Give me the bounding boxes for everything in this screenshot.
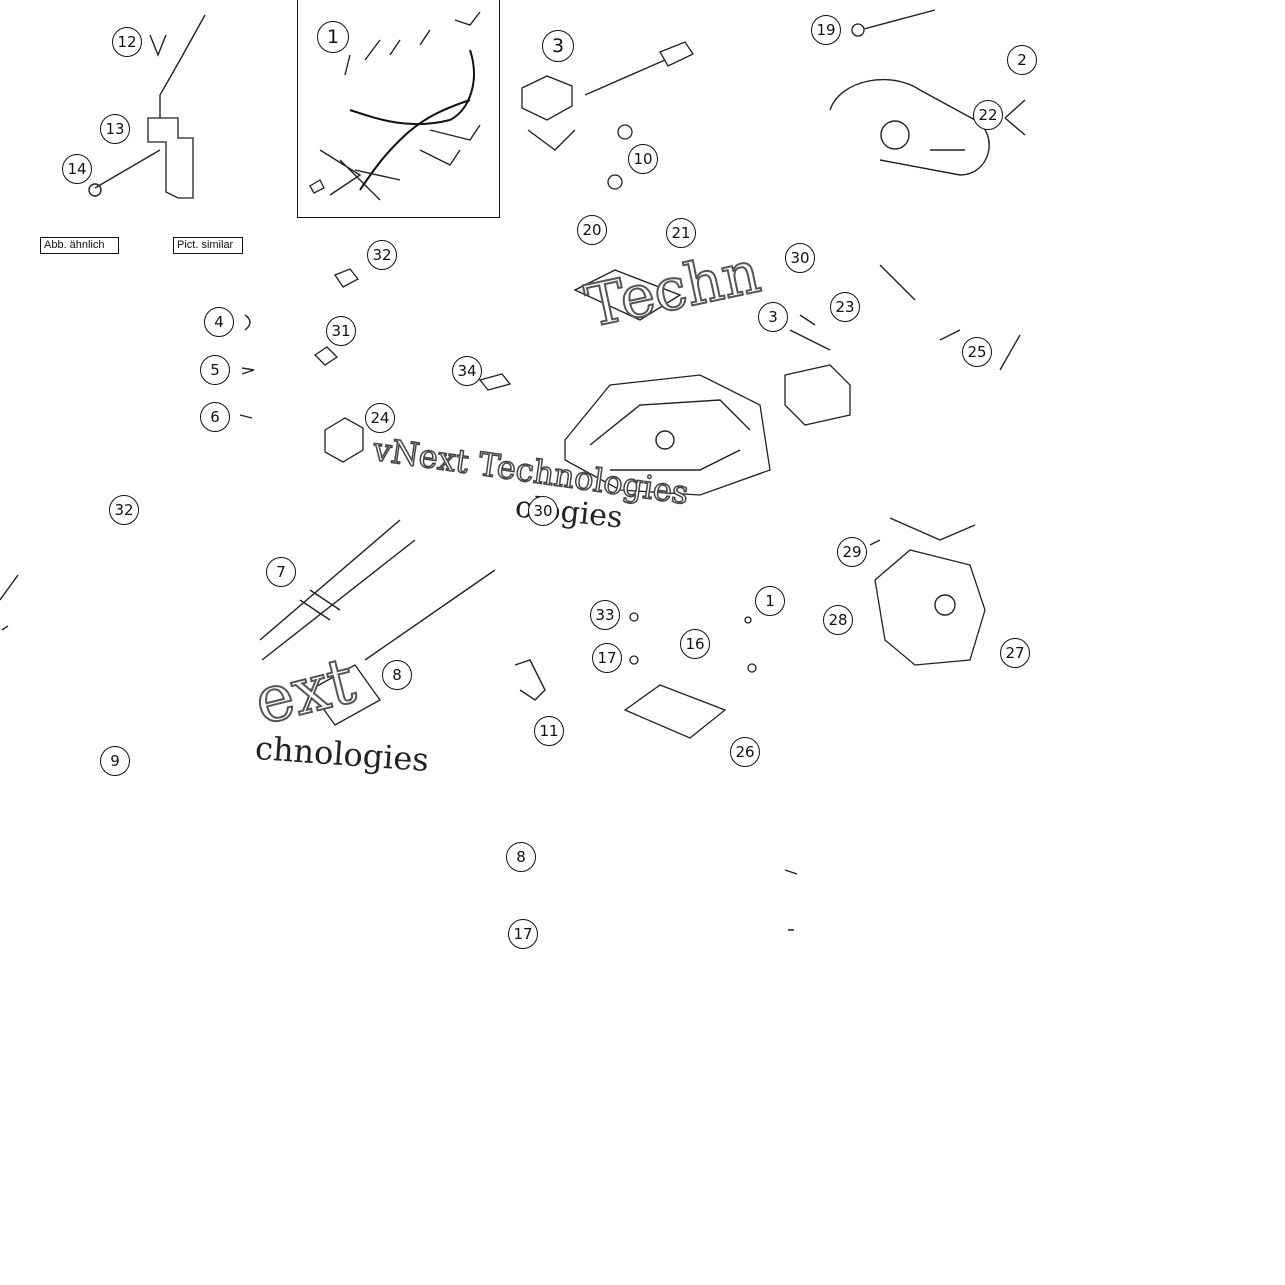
callout-marker[interactable]: 21 (666, 218, 696, 248)
cable-bracket-assembly (88, 14, 206, 199)
callout-marker[interactable]: 10 (628, 144, 658, 174)
starter-motor (829, 9, 1026, 176)
callout-marker[interactable]: 1 (755, 586, 785, 616)
callout-marker[interactable]: 6 (200, 402, 230, 432)
callout-marker[interactable]: 30 (528, 496, 558, 526)
callout-marker[interactable]: 34 (452, 356, 482, 386)
callout-marker[interactable]: 27 (1000, 638, 1030, 668)
wire-harness (309, 11, 481, 201)
callout-marker[interactable]: 23 (830, 292, 860, 322)
callout-marker[interactable]: 20 (577, 215, 607, 245)
callout-marker[interactable]: 32 (367, 240, 397, 270)
callout-marker[interactable]: 3 (758, 302, 788, 332)
callout-marker[interactable]: 3 (542, 30, 574, 62)
callout-marker[interactable]: 2 (1007, 45, 1037, 75)
callout-marker[interactable]: 4 (204, 307, 234, 337)
small-components (239, 268, 1021, 463)
callout-marker[interactable]: 29 (837, 537, 867, 567)
control-unit (514, 612, 757, 739)
callout-marker[interactable]: 12 (112, 27, 142, 57)
callout-marker[interactable]: 17 (508, 919, 538, 949)
callout-marker[interactable]: 7 (266, 557, 296, 587)
callout-marker[interactable]: 25 (962, 337, 992, 367)
sensor-rod (521, 41, 694, 190)
caption-german: Abb. ähnlich (40, 237, 119, 254)
callout-marker[interactable]: 8 (506, 842, 536, 872)
callout-marker[interactable]: 19 (811, 15, 841, 45)
battery-tray (564, 264, 916, 496)
callout-marker[interactable]: 8 (382, 660, 412, 690)
wire-harness-inset-frame (297, 0, 500, 218)
battery-cables (259, 519, 496, 726)
callout-marker[interactable]: 13 (100, 114, 130, 144)
callout-marker[interactable]: 32 (109, 495, 139, 525)
callout-marker[interactable]: 24 (365, 403, 395, 433)
callout-marker[interactable]: 22 (973, 100, 1003, 130)
callout-marker[interactable]: 30 (785, 243, 815, 273)
callout-marker[interactable]: 17 (592, 643, 622, 673)
callout-marker[interactable]: 11 (534, 716, 564, 746)
callout-marker[interactable]: 16 (680, 629, 710, 659)
callout-marker[interactable]: 33 (590, 600, 620, 630)
callout-marker[interactable]: 1 (317, 21, 349, 53)
housing-cover (869, 517, 986, 666)
callout-marker[interactable]: 9 (100, 746, 130, 776)
callout-marker[interactable]: 14 (62, 154, 92, 184)
callout-marker[interactable]: 28 (823, 605, 853, 635)
caption-english: Pict. similar (173, 237, 243, 254)
partial-components (0, 574, 798, 931)
callout-marker[interactable]: 31 (326, 316, 356, 346)
callout-marker[interactable]: 5 (200, 355, 230, 385)
callout-marker[interactable]: 26 (730, 737, 760, 767)
